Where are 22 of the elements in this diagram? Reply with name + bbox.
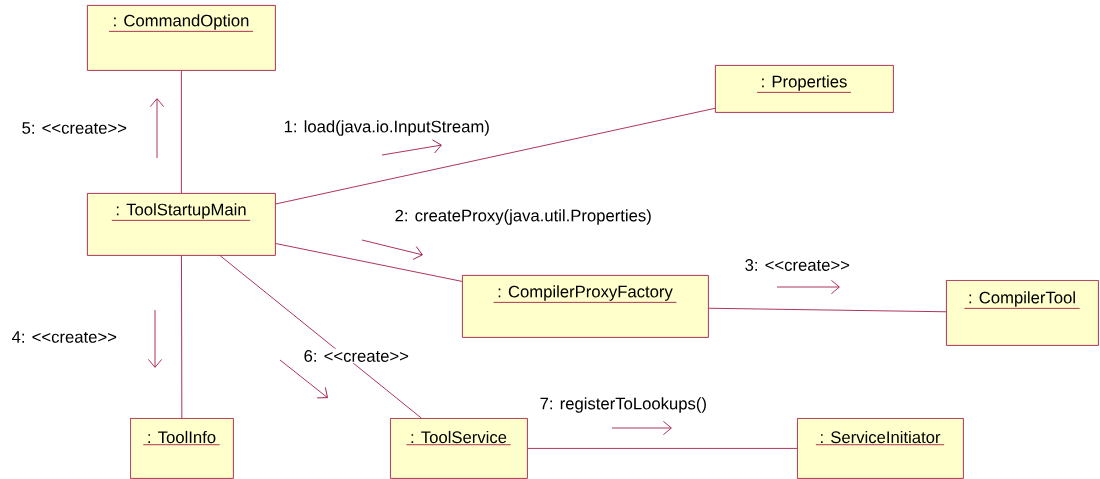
link-line [181,70,182,194]
message-label: 2: createProxy(java.util.Properties) [393,207,654,227]
object-box: : CompilerTool [946,280,1099,346]
link-line [708,307,947,313]
link-line [219,255,422,419]
object-box: : ServiceInitiator [797,418,964,479]
object-box: : Properties [715,65,894,113]
link-line [527,448,798,449]
object-box: : ToolService [390,418,528,479]
object-box: : CommandOption [87,5,276,71]
link-line [275,243,463,282]
message-label: 3: <<create>> [743,257,852,273]
message-label: 5: <<create>> [20,120,129,136]
message-label: 1: load(java.io.InputStream) [282,118,492,138]
object-box: : CompilerProxyFactory [462,275,709,338]
object-box: : ToolInfo [130,418,234,479]
link-line [275,107,716,205]
message-label: 7: registerToLookups() [538,395,709,415]
message-label: 6: <<create>> [302,348,411,364]
link-line [181,255,183,419]
object-box: : ToolStartupMain [87,193,276,256]
message-label: 4: <<create>> [10,329,119,345]
